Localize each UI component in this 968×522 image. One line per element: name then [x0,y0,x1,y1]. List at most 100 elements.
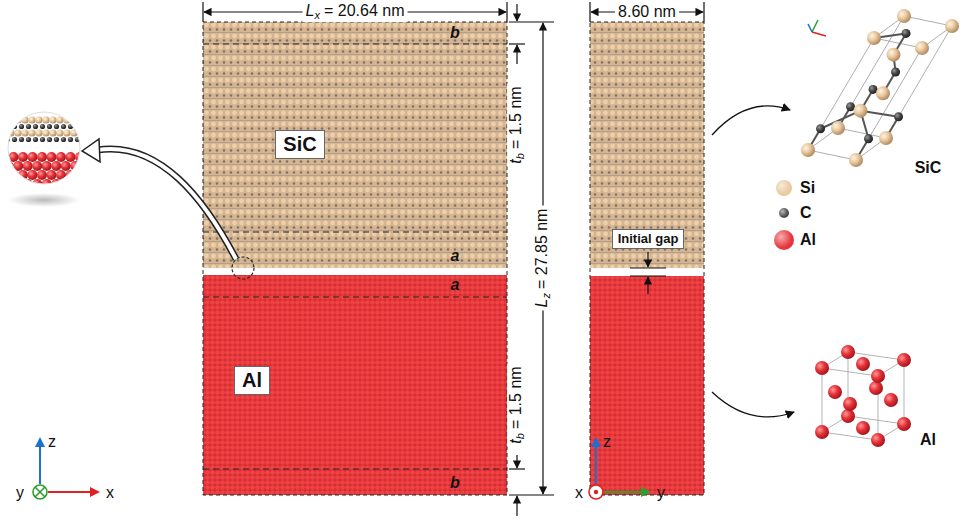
atom [894,112,903,121]
atom [0,170,9,180]
atom [26,124,31,129]
text-label: SiC [915,159,942,177]
atom [816,124,825,133]
text-label: x [575,484,583,502]
text-label: b [450,474,460,492]
atom [856,357,870,371]
atom [0,152,9,162]
atom [0,129,7,136]
atom [47,152,57,162]
label-text: Al [920,431,936,448]
atom [82,124,87,129]
text-label: x [106,484,114,502]
label-box: Al [234,366,270,395]
atom [867,31,881,45]
atom [854,104,868,118]
atom [19,137,24,142]
legend-text: C [800,204,812,222]
atom [891,68,900,77]
cell-edge [904,16,952,26]
atom [887,48,901,62]
atom [28,170,38,180]
atom [7,116,14,123]
label-text: y [657,484,665,501]
label-text: x [106,484,114,501]
atom [864,134,873,143]
atom [33,124,38,129]
box-text: Initial gap [618,232,679,247]
atom [54,137,59,142]
sic-slab-side [590,22,704,268]
label-text: L [533,299,550,308]
label-text: = 1.5 nm [507,86,524,149]
atom [75,170,85,180]
zoom-arrow [82,139,236,259]
label-text: a [451,247,460,264]
atom [28,129,35,136]
cell-edge [808,150,856,160]
atom [77,116,84,123]
label-text: b [450,474,460,491]
label-text: x [575,484,583,501]
atom [66,152,76,162]
atom [869,381,883,395]
axis-triad [33,437,100,499]
atom [40,124,45,129]
atom [49,116,56,123]
legend-swatch [779,208,789,218]
box-text: SiC [283,133,316,156]
atom [77,129,84,136]
atom [801,143,815,157]
text-label: Lz= 27.85 nm [533,206,553,311]
text-label: a [451,276,460,294]
atom [47,124,52,129]
atom [19,124,24,129]
atom [0,116,7,123]
pointer-arrows [712,106,794,417]
text-label: 8.60 nm [615,3,679,21]
atom [879,131,893,145]
box-frame-side [590,22,704,495]
label-text: t [507,439,524,443]
cell-edge [848,416,904,424]
atom [28,116,35,123]
atom [33,137,38,142]
atom [23,161,33,171]
cell-edge [848,352,904,360]
label-text: SiC [915,159,942,176]
label-box: SiC [275,130,324,159]
box-frame [203,22,507,495]
atom [56,170,66,180]
atom [18,152,28,162]
atom [26,137,31,142]
atom [61,179,71,189]
sic-slab [203,22,507,268]
axis-triad-side [589,437,651,499]
atom [13,179,23,189]
atom [51,161,61,171]
inset-shadow [8,193,80,207]
atom [70,179,80,189]
label-text: = 27.85 nm [533,209,550,290]
atom [871,433,885,447]
atom [849,153,863,167]
text-label: z [603,433,611,451]
dimension-lines [203,2,704,516]
legend-text: Al [800,231,816,249]
label-text: b [514,433,526,439]
atom [47,170,57,180]
label-text: b [450,24,460,41]
region-lines [203,44,507,469]
atom [876,86,890,100]
atom [945,19,959,33]
text-label: tb= 1.5 nm [507,83,527,166]
label-text: = 1.5 nm [507,366,524,429]
text-label: y [16,484,24,502]
atom [75,124,80,129]
label-box: Initial gap [612,229,685,250]
atom [5,124,10,129]
atom [35,116,42,123]
text-label: tb = 1.5 nm [507,363,527,446]
cell-edge [886,26,952,138]
atom [66,170,76,180]
